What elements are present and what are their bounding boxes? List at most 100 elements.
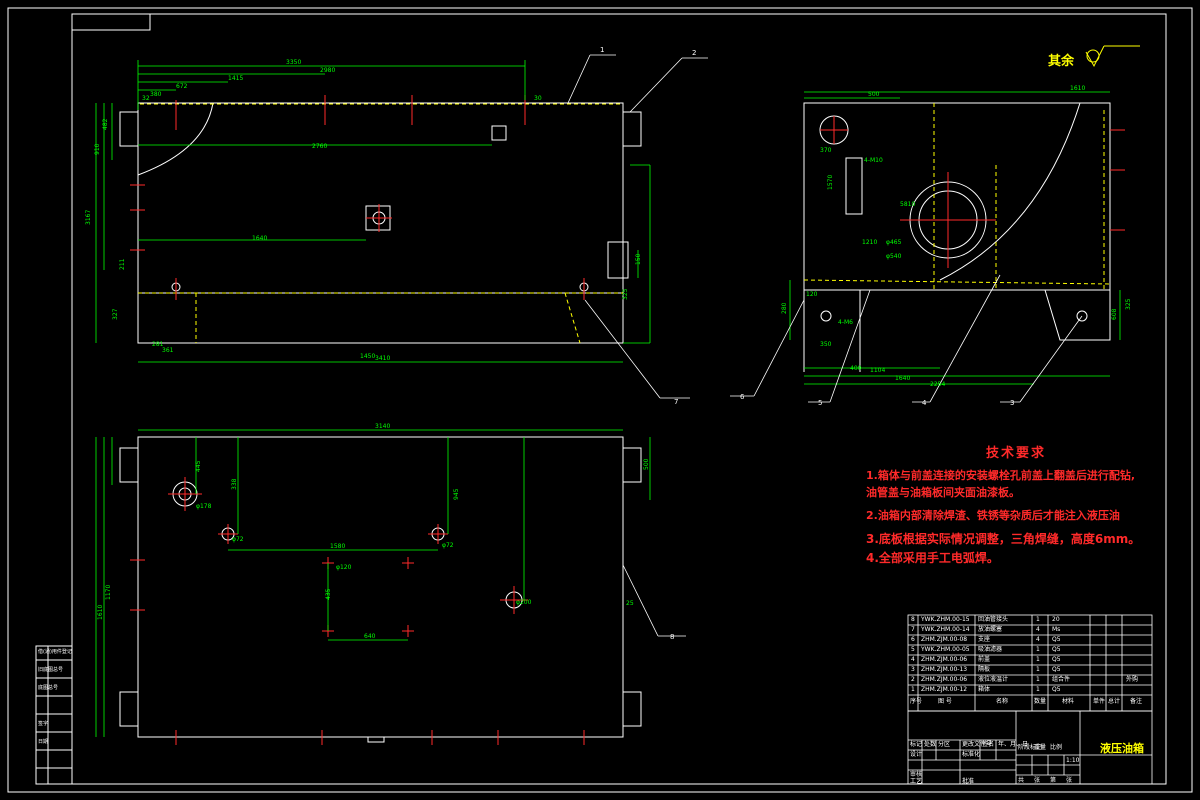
dim-side-9: φ465	[886, 239, 902, 246]
bom-cell-1-3: 回油管接头	[978, 616, 1009, 623]
dim-front-14: 482	[102, 118, 109, 130]
bom-cell-6-4: 1	[1036, 666, 1040, 673]
bom-cell-6-2: ZHM.ZJM.00-13	[921, 666, 968, 673]
bom-cell-5-5: Q5	[1052, 656, 1061, 663]
leader-2: 2	[692, 49, 696, 57]
dim-front-16: 327	[112, 308, 119, 320]
bom-cell-3-1: 6	[911, 636, 915, 643]
dim-front-12: 3167	[85, 210, 92, 225]
bom-cell-7-3: 液位液温计	[978, 676, 1009, 683]
dim-plan-1: 3140	[375, 423, 390, 430]
bom-cell-2-4: 4	[1036, 626, 1040, 633]
dim-front-7: 30	[534, 95, 542, 102]
title-block-label-12: 阶段标记	[1018, 744, 1043, 751]
leader-3: 3	[1010, 399, 1014, 407]
dim-side-12: 350	[820, 341, 832, 348]
bom-cell-1-5: 20	[1052, 616, 1060, 623]
bom-header-4: 数量	[1034, 698, 1047, 705]
bom-cell-5-2: ZHM.ZJM.00-06	[921, 656, 968, 663]
dim-front-5: 380	[150, 91, 162, 98]
dim-front-19: 325	[622, 288, 629, 300]
dim-front-3: 1415	[228, 75, 243, 82]
bom-cell-2-5: Ms	[1052, 626, 1061, 633]
strip-label-1: 借(通)用件登记	[38, 649, 72, 655]
dim-front-9: 1640	[252, 235, 267, 242]
strip-label-5: 日期	[38, 739, 49, 745]
bom-header-8: 备注	[1130, 698, 1143, 705]
title-block-label-10: 工艺	[910, 778, 923, 785]
dim-front-15: 211	[119, 258, 126, 270]
bom-cell-3-5: Q5	[1052, 636, 1061, 643]
drawing-frame	[7, 7, 1193, 793]
bom-cell-7-4: 1	[1036, 676, 1040, 683]
bom-cell-3-2: ZHM.ZJM.00-08	[921, 636, 968, 643]
dim-front-17: 281	[152, 341, 164, 348]
title-block-label-4: 更改文件号	[962, 741, 993, 748]
note-line-1b: 油管盖与油箱板间夹面油漆板。	[866, 486, 1020, 499]
dim-side-4: 1570	[827, 175, 834, 190]
bom-cell-5-1: 4	[911, 656, 915, 663]
title-block-label-17: 第	[1050, 777, 1057, 784]
dim-side-13: 1104	[870, 367, 885, 374]
notes-title: 技术要求	[985, 446, 1046, 461]
strip-label-3: 底图总号	[38, 685, 59, 691]
bom-cell-4-5: Q5	[1052, 646, 1061, 653]
bom-cell-7-6: 外购	[1126, 676, 1139, 683]
bom-header-6: 单件	[1093, 698, 1106, 705]
bom-cell-3-4: 4	[1036, 636, 1040, 643]
front-view	[95, 60, 651, 363]
leader-1: 1	[600, 46, 604, 54]
dim-plan-14: 1170	[105, 585, 112, 600]
dim-plan-13: 435	[325, 588, 332, 600]
dim-plan-7: φ72	[232, 536, 244, 543]
dim-front-8: 2760	[312, 143, 327, 150]
bom-cell-7-5: 组合件	[1052, 676, 1071, 683]
bom-cell-6-1: 3	[911, 666, 915, 673]
bom-cell-4-4: 1	[1036, 646, 1040, 653]
bom-cell-4-3: 吸油滤器	[978, 646, 1003, 653]
dim-side-6: 4-M10	[864, 157, 883, 164]
bom-header-1: 序号	[910, 698, 923, 705]
dim-plan-16: 25	[626, 600, 634, 607]
dim-front-6: 32	[142, 95, 150, 102]
title-block-label-14: 比例	[1050, 744, 1063, 751]
title-block-label-16: 张	[1034, 777, 1041, 784]
side-view	[789, 91, 1125, 385]
note-line-3: 3.底板根据实际情况调整，三角焊缝，高度6mm。	[866, 532, 1141, 546]
dim-side-18: 120	[806, 291, 818, 298]
bom-cell-2-1: 7	[911, 626, 915, 633]
dim-side-3: 370	[820, 147, 832, 154]
dim-plan-9: 1580	[330, 543, 345, 550]
drawing-title: 液压油箱	[1100, 742, 1144, 755]
bom-cell-8-1: 1	[911, 686, 915, 693]
bom-cell-8-4: 1	[1036, 686, 1040, 693]
bom-header-5: 材料	[1062, 698, 1075, 705]
title-block-label-18: 张	[1066, 777, 1073, 784]
dim-side-16: 608	[1111, 308, 1118, 320]
scale-value: 1:10	[1066, 757, 1080, 764]
bom-header-2: 图 号	[938, 698, 952, 705]
dim-front-2: 2980	[320, 67, 335, 74]
dim-front-10: 1450	[360, 353, 375, 360]
plan-view	[95, 429, 651, 745]
bom-cell-4-2: YWK.ZHM.00-05	[921, 646, 970, 653]
title-block-label-1: 标记	[910, 741, 923, 748]
bom-cell-8-3: 箱体	[978, 686, 991, 693]
dim-plan-2: 500	[643, 458, 650, 470]
bom-cell-2-2: YWK.ZHM.00-14	[921, 626, 970, 633]
strip-label-4: 签字	[38, 721, 49, 727]
dim-front-13: 910	[94, 143, 101, 155]
dim-front-4: 672	[176, 83, 188, 90]
title-block-label-8: 标准化	[962, 751, 981, 758]
title-block-label-5: 签名	[982, 741, 995, 748]
leader-4: 4	[922, 399, 927, 407]
bom-header-7: 总计	[1108, 698, 1121, 705]
dim-plan-11: φ200	[516, 599, 532, 606]
bom-cell-8-2: ZHM.ZJM.00-12	[921, 686, 968, 693]
bom-cell-3-3: 支座	[978, 636, 991, 643]
dim-plan-15: 1610	[97, 605, 104, 620]
dim-side-8: 4-M6	[838, 319, 853, 326]
dim-side-19: 325	[1125, 298, 1132, 310]
dim-side-15: 2254	[930, 381, 945, 388]
